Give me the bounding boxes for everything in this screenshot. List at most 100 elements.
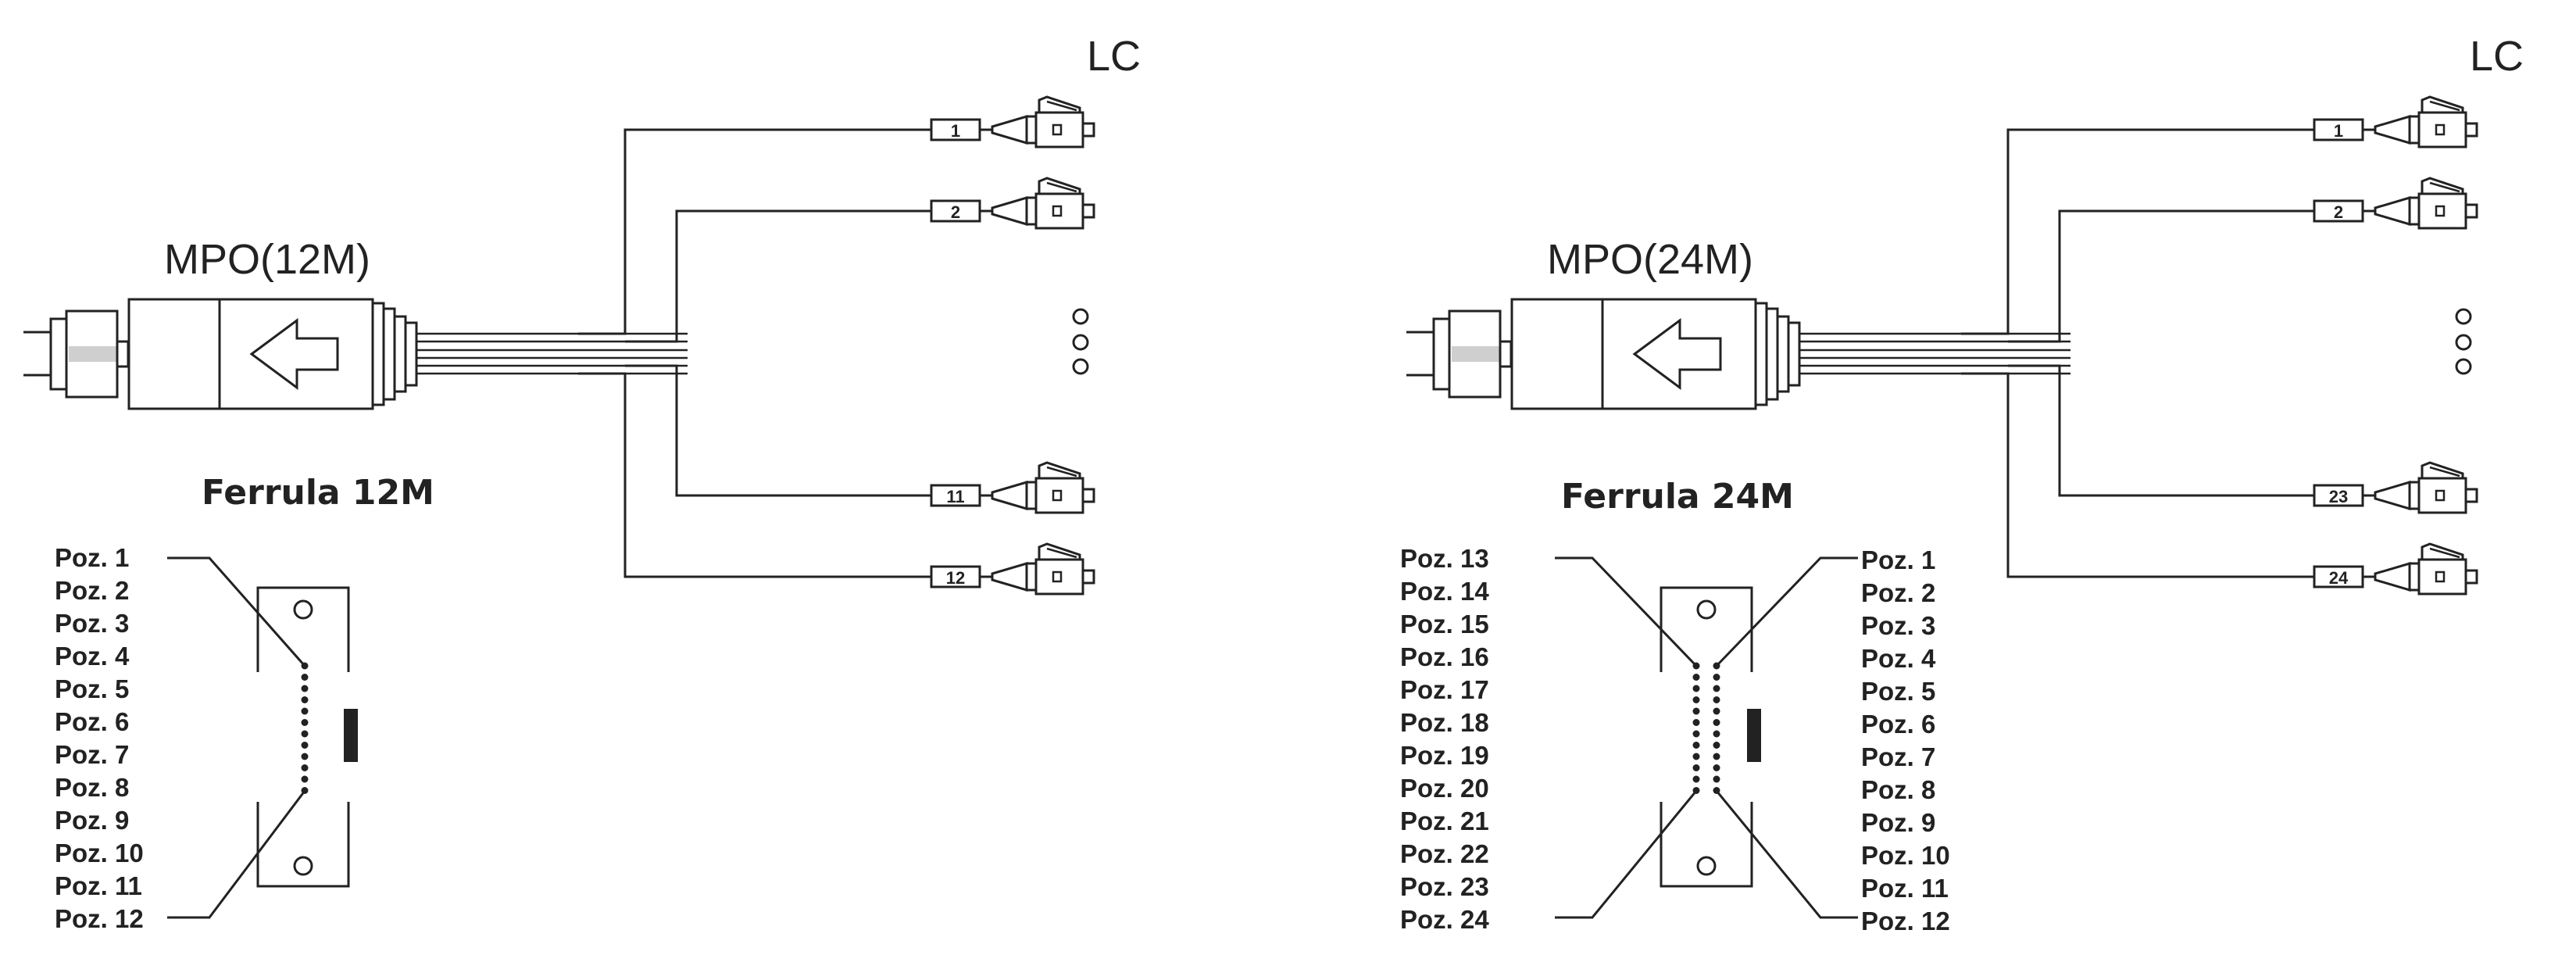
lc-connector-top-1: 1: [930, 95, 1095, 148]
lc-window: [1052, 205, 1063, 217]
lc-connector-bottom-1: 23: [2313, 461, 2478, 514]
lc-collar: [1025, 562, 1038, 592]
fiber-position-dot: [301, 764, 309, 771]
ferrule-face-top: [256, 586, 350, 672]
position-label: Poz. 12: [55, 904, 144, 933]
position-label: Poz. 17: [1400, 675, 1489, 704]
lc-latch-inner: [1046, 181, 1077, 193]
fiber-position-dot: [1713, 696, 1720, 703]
lc-window: [2435, 570, 2446, 583]
fiber-position-column-left: [1692, 662, 1700, 794]
continuation-dot-3: [2455, 358, 2472, 375]
lc-body: [2417, 111, 2467, 148]
lc-latch: [1038, 542, 1081, 560]
lc-latch: [2421, 177, 2464, 194]
continuation-dots: [2455, 308, 2472, 375]
fanout-fibers: [578, 128, 931, 578]
lc-ferrule: [1081, 203, 1095, 219]
position-label: Poz. 11: [55, 871, 142, 900]
mpo-label: MPO(24M): [1547, 236, 1753, 283]
position-label: Poz. 18: [1400, 708, 1489, 737]
fiber-route-n: [578, 372, 931, 578]
lc-latch-inner: [2429, 100, 2460, 112]
fiber-position-dot: [1713, 719, 1720, 726]
fiber-position-dot: [1692, 674, 1700, 681]
lc-connector-top-1: 1: [2313, 95, 2478, 148]
mpo-connector: [1406, 298, 2070, 410]
position-label: Poz. 3: [55, 609, 129, 638]
lc-window: [1052, 570, 1063, 583]
continuation-dot-1: [2455, 308, 2472, 325]
fiber-label-tag: [2313, 199, 2364, 223]
position-label: Poz. 5: [55, 674, 129, 703]
continuation-dot-1: [1072, 308, 1089, 325]
position-label: Poz. 7: [1861, 742, 1935, 771]
lc-connector-bottom-2: 12: [930, 542, 1095, 596]
fiber-label-text: 11: [946, 487, 964, 506]
fiber-position-dot: [1692, 685, 1700, 692]
lc-latch: [2421, 542, 2464, 560]
alignment-hole-top: [1696, 599, 1717, 620]
continuation-dot-2: [2455, 334, 2472, 351]
fiber-label-text: 1: [951, 121, 960, 141]
fiber-position-column: [301, 662, 309, 794]
boot-rib-3: [1776, 315, 1790, 393]
lc-body: [1034, 192, 1084, 230]
ferrule-front: [1432, 317, 1451, 391]
position-label: Poz. 24: [1400, 905, 1489, 934]
fiber-label-text: 1: [2334, 121, 2343, 141]
ferrule-face-bottom: [1660, 802, 1753, 888]
fiber-label-tag: [930, 565, 981, 588]
fiber-position-dot: [1713, 764, 1720, 771]
lc-connector-top-2: 2: [930, 177, 1095, 230]
fiber-position-dot: [301, 730, 309, 738]
ferrule-band: [69, 346, 117, 362]
fiber-position-dot: [1713, 775, 1720, 783]
position-label: Poz. 16: [1400, 642, 1489, 671]
fiber-position-dot: [1692, 764, 1700, 771]
ferrule-key-mark: [344, 709, 358, 762]
lc-latch: [1038, 177, 1081, 194]
position-label: Poz. 9: [1861, 808, 1935, 837]
fiber-route-1: [578, 128, 931, 335]
position-label: Poz. 23: [1400, 872, 1489, 901]
position-label: Poz. 10: [55, 839, 144, 867]
position-label: Poz. 2: [55, 576, 129, 605]
fiber-label-text: 2: [2334, 202, 2343, 222]
lc-collar: [2408, 115, 2421, 145]
fiber-route-2: [625, 209, 931, 343]
position-label: Poz. 4: [1861, 644, 1936, 673]
connector-body: [218, 298, 374, 410]
position-label: Poz. 8: [55, 773, 129, 802]
leader-line-position-1: [167, 556, 306, 667]
coupling-sleeve: [1510, 298, 1604, 410]
lc-window: [2435, 205, 2446, 217]
lc-latch: [1038, 461, 1081, 478]
fiber-position-dot: [301, 707, 309, 715]
position-label: Poz. 4: [55, 642, 130, 671]
lc-ferrule: [1081, 488, 1095, 503]
lc-collar: [1025, 196, 1038, 226]
lc-collar: [1025, 481, 1038, 510]
fanout-fibers: [1961, 128, 2314, 578]
position-label: Poz. 14: [1400, 577, 1489, 606]
connector-body: [1601, 298, 1757, 410]
boot-rib-4: [1787, 321, 1801, 387]
continuation-dots: [1072, 308, 1089, 375]
arrow-icon: [1632, 318, 1722, 390]
ferrule-diagram-12m: [167, 556, 358, 919]
lc-body: [2417, 558, 2467, 596]
position-label: Poz. 8: [1861, 775, 1935, 804]
position-label: Poz. 13: [1400, 544, 1489, 573]
position-label: Poz. 3: [1861, 611, 1935, 640]
lc-window: [2435, 489, 2446, 502]
ferrule-label: Ferrula 24M: [1561, 477, 1794, 517]
arrow-icon: [249, 318, 339, 390]
fiber-position-dot: [1692, 753, 1700, 760]
leader-line-position-24: [1555, 790, 1698, 919]
lc-connector-top-2: 2: [2313, 177, 2478, 230]
lc-ferrule: [1081, 569, 1095, 585]
position-label: Poz. 10: [1861, 841, 1950, 870]
